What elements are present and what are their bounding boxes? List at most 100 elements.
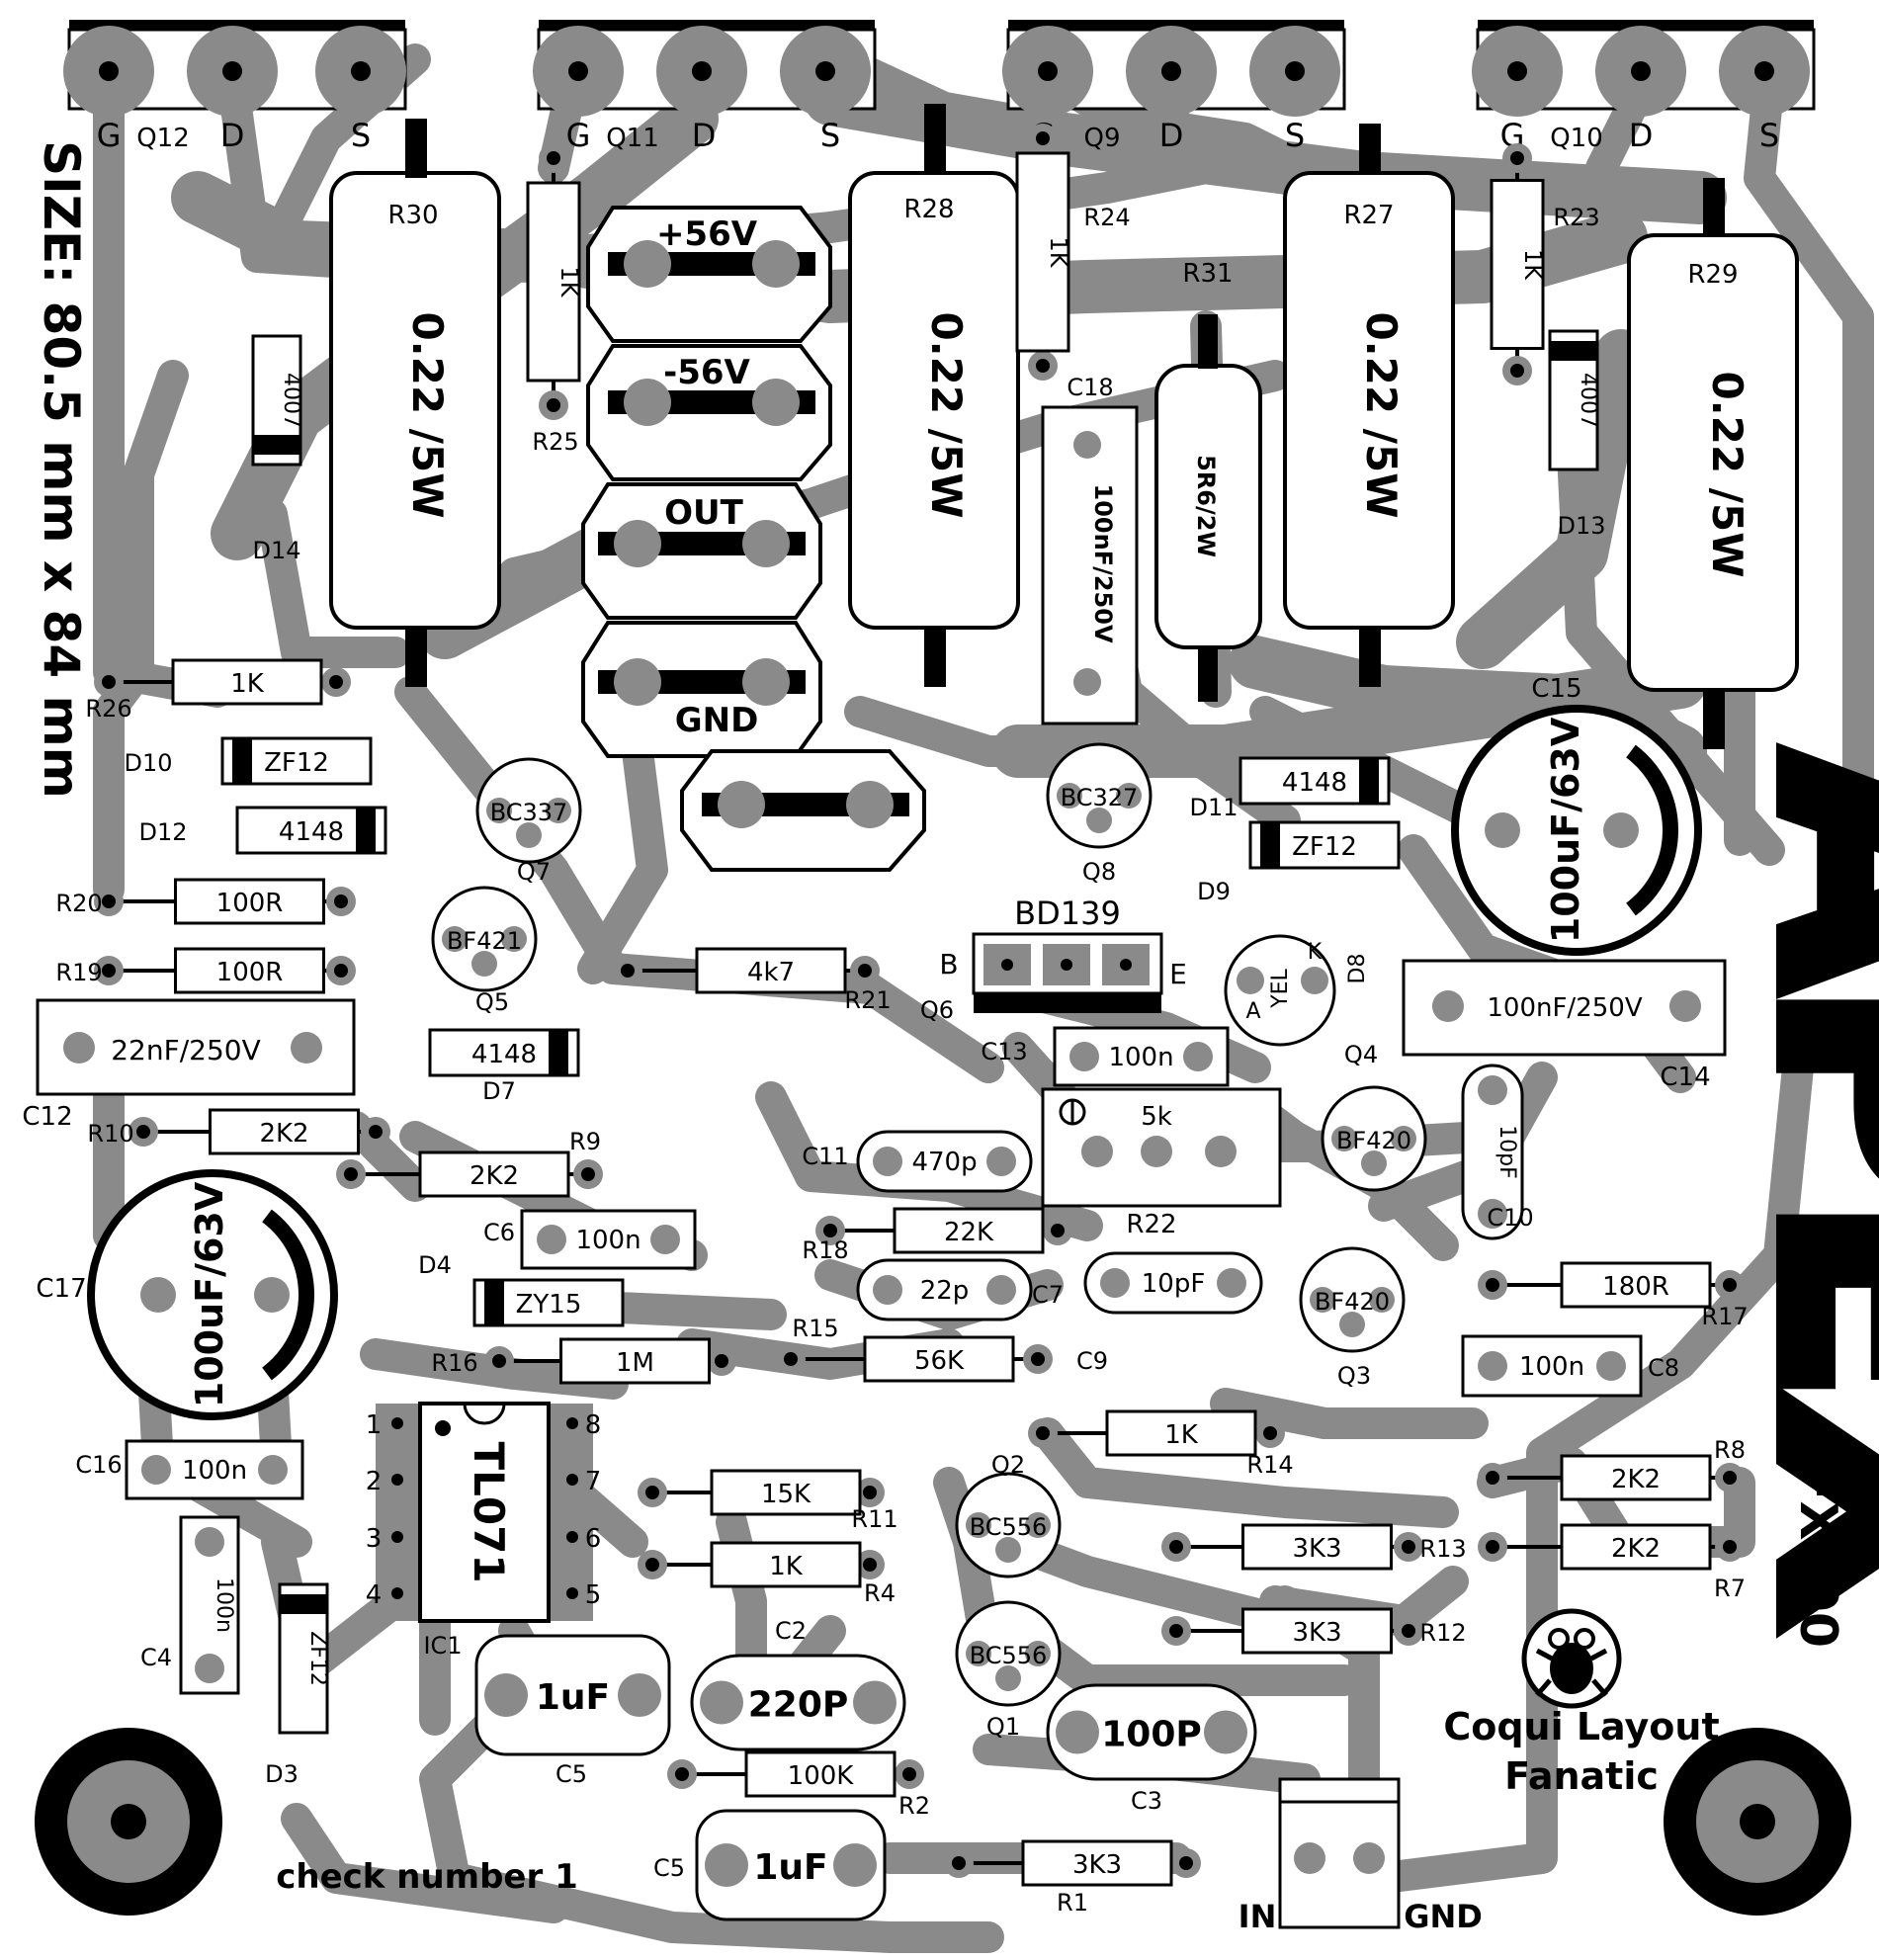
ic-pin-number: 5: [585, 1580, 602, 1610]
diode-ref: D4: [418, 1251, 452, 1279]
ic-pin-number: 2: [366, 1467, 383, 1496]
resistor-value: 2K2: [1611, 1465, 1661, 1494]
header-pad-hole: [692, 61, 712, 81]
c12-ref: C12: [22, 1102, 72, 1132]
diodes: 4007D144007D13ZF12D104148D124148D11ZF12D…: [124, 329, 1606, 1788]
r30-value: 0.22 /5W: [403, 311, 452, 518]
bd139-pin-b: B: [939, 948, 958, 980]
capacitor-ref: C7: [1032, 1281, 1064, 1309]
resistor-ref: R16: [431, 1349, 477, 1377]
r30-ref: R30: [387, 201, 438, 230]
capacitor-ref: C2: [775, 1617, 807, 1645]
r29-ref: R29: [1687, 260, 1738, 290]
r28-value: 0.22 /5W: [922, 311, 971, 518]
diode-value: 4007: [279, 373, 303, 428]
transistor-ref: Q8: [1082, 858, 1116, 886]
header-pad-hole: [351, 61, 371, 81]
header-ref-q12: Q12: [136, 124, 190, 153]
capacitor-value: 22p: [920, 1276, 970, 1306]
q6-value: BD139: [1014, 895, 1121, 932]
capacitor-ref: C5: [555, 1760, 587, 1788]
resistor-value: 100R: [216, 958, 284, 987]
c18-ref: C18: [1067, 374, 1113, 401]
header-pin-label-s: S: [351, 117, 371, 154]
bd139-pin-e: E: [1169, 958, 1187, 990]
input-connector: IN GND: [1238, 1777, 1483, 1935]
ic-pin-number: 8: [585, 1410, 602, 1440]
resistor-value: 3K3: [1292, 1534, 1341, 1564]
transistor-value: BC337: [490, 799, 568, 826]
input-gnd-label: GND: [1404, 1898, 1483, 1935]
diode-ref: D9: [1197, 878, 1231, 905]
r27-value: 0.22 /5W: [1357, 311, 1406, 518]
ic-pin-number: 6: [585, 1524, 602, 1554]
resistor-value: 100K: [788, 1761, 855, 1791]
power-pads: +56V -56V OUT GND: [581, 206, 926, 872]
resistor-value: 1K: [1519, 249, 1547, 281]
ic-pin-number: 3: [366, 1524, 383, 1554]
capacitor-value: 100n: [182, 1456, 247, 1486]
led-d8: A K YEL D8: [1224, 934, 1370, 1047]
diode-ref: D13: [1557, 512, 1605, 540]
capacitor-value: 470p: [911, 1148, 977, 1177]
r27-ref: R27: [1343, 201, 1394, 230]
plus56v-label: +56V: [656, 214, 758, 254]
transistor-headers: GDSQ12GDSQ11GDSQ9GDSQ10: [63, 20, 1816, 154]
diode-value: 4148: [1282, 768, 1347, 798]
capacitor-ref: C16: [75, 1451, 122, 1479]
bd139-transistor: BD139 B E Q6: [920, 895, 1187, 1024]
resistor-ref: R19: [55, 959, 102, 986]
capacitor-value: 10pF: [1142, 1269, 1206, 1299]
c15-value: 100uF/63V: [1544, 717, 1587, 943]
diode-value: ZY15: [516, 1290, 582, 1320]
ic-pin-number: 1: [366, 1410, 383, 1440]
out-label: OUT: [664, 493, 744, 533]
r31-ref: R31: [1182, 259, 1233, 289]
resistor-ref: R11: [851, 1505, 897, 1533]
resistor-ref: R26: [85, 695, 131, 723]
resistor-value: 1K: [769, 1552, 804, 1581]
resistor-ref: R14: [1246, 1451, 1293, 1479]
resistor-ref: R7: [1714, 1575, 1746, 1602]
resistor-ref: R13: [1419, 1535, 1466, 1563]
capacitor-ref: C13: [981, 1038, 1027, 1065]
c12-value: 22nF/250V: [111, 1034, 261, 1066]
transistor-ref: Q4: [1344, 1041, 1378, 1068]
resistor-r13: 3K3 R13: [1161, 1523, 1467, 1571]
diode-value: ZF12: [1292, 832, 1357, 862]
header-pin-label-s: S: [1759, 117, 1779, 154]
c17-ref: C17: [36, 1274, 86, 1304]
resistor-ref: R9: [569, 1128, 601, 1155]
capacitor-c16: 100n C16: [75, 1439, 304, 1500]
transistor-value: BF420: [1315, 1288, 1390, 1316]
trimmer-r22: 5k R22: [1041, 1087, 1282, 1239]
resistor-ref: R1: [1057, 1889, 1088, 1917]
resistor-ref: R20: [55, 890, 102, 917]
